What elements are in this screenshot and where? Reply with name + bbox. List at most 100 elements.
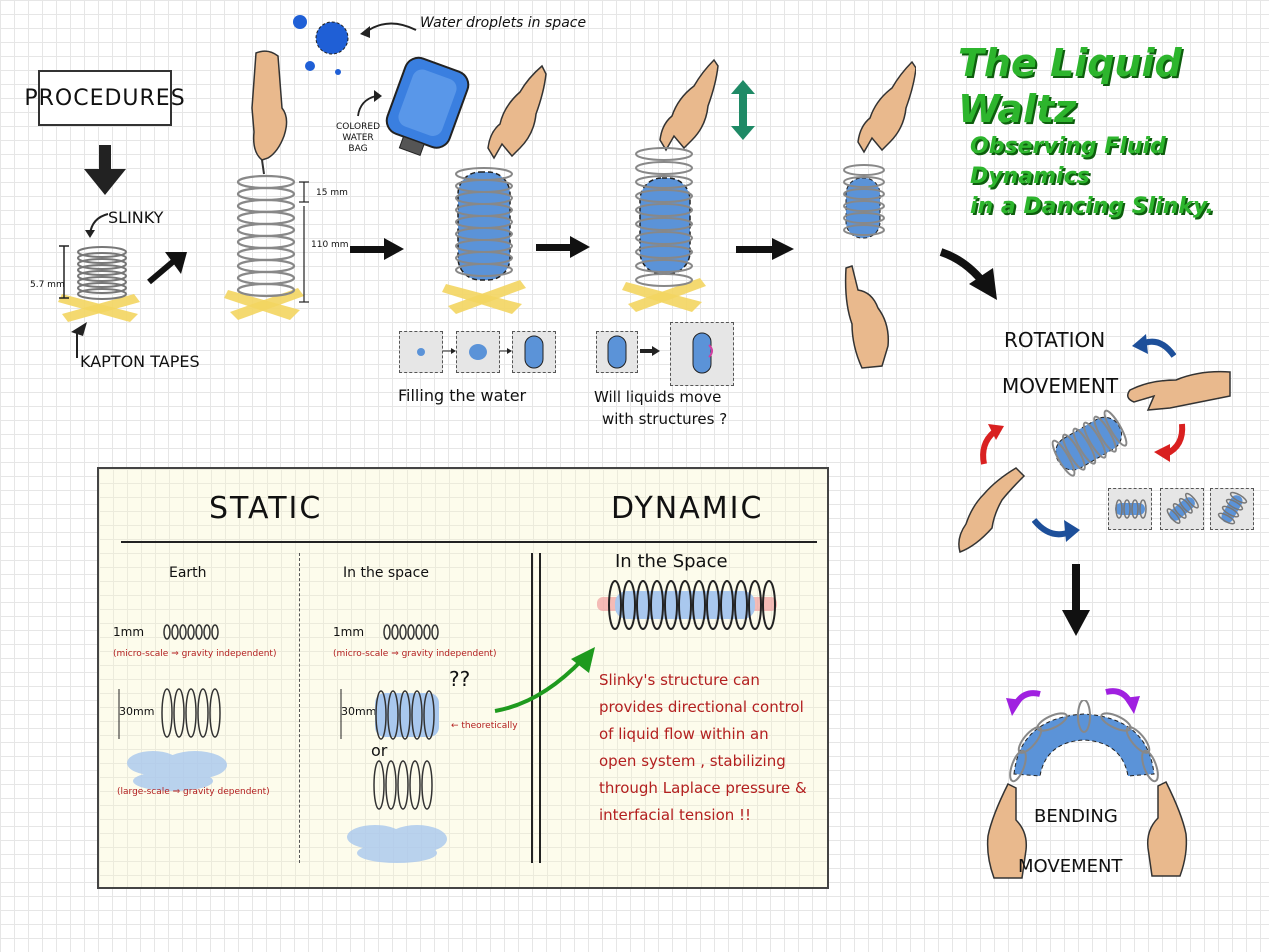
large-scale-caption: (large-scale ⇒ gravity dependent) — [117, 787, 270, 797]
stretched-filled-slinky-icon — [622, 147, 706, 312]
red-curved-arrow-icon — [1154, 423, 1186, 462]
slinky-label: SLINKY — [108, 208, 164, 227]
filling-box-2 — [456, 331, 500, 373]
procedures-title: PROCEDURES — [24, 70, 185, 126]
arrow-icon — [536, 236, 590, 258]
droplet-icon — [469, 344, 487, 360]
filling-the-water-label: Filling the water — [398, 386, 527, 405]
micro-scale-caption-earth: (micro-scale ⇒ gravity independent) — [113, 649, 277, 659]
rotation-movement-label: MOVEMENT — [1002, 374, 1119, 398]
hand-icon — [251, 50, 288, 175]
rotation-box-2 — [1160, 488, 1204, 530]
filling-box-3 — [512, 331, 556, 373]
header-divider — [121, 541, 817, 543]
micro-slinky-icon — [383, 624, 439, 640]
earth-label: Earth — [169, 565, 207, 581]
down-arrow-icon — [84, 145, 126, 195]
stretched-slinky-icon — [224, 174, 304, 320]
hand-icon — [487, 64, 547, 160]
one-mm-label-earth: 1mm — [113, 625, 145, 639]
title-sub2: in a Dancing Slinky. — [970, 194, 1214, 219]
arrow-icon — [939, 248, 997, 300]
blue-curved-arrow-icon — [1032, 518, 1080, 542]
red-curved-arrow-icon — [980, 424, 1004, 465]
pointer-arrow-icon — [71, 322, 87, 358]
one-mm-label-space: 1mm — [333, 625, 365, 639]
droplet-icon — [692, 332, 713, 374]
hand-icon — [986, 782, 1028, 879]
purple-curved-arrow-icon — [1006, 690, 1041, 716]
note-line-5: through Laplace pressure & — [599, 779, 807, 797]
question-marks: ?? — [449, 667, 471, 691]
in-the-space-label: In the space — [343, 565, 429, 581]
blue-curved-arrow-icon — [1132, 334, 1176, 358]
green-arrow-icon — [494, 647, 595, 713]
bending-movement-label: MOVEMENT — [1018, 856, 1123, 877]
space-slinky-icon — [597, 580, 777, 630]
will-liquids-label: Will liquids move with structures ? — [594, 386, 727, 430]
dim-110-label: 110 mm — [311, 240, 349, 250]
static-heading: STATIC — [209, 491, 323, 526]
small-slinky-icon — [58, 245, 140, 322]
liquid-box-2 — [670, 322, 734, 386]
will-liquids-line1: Will liquids move — [594, 388, 722, 406]
slinky-icon — [1166, 492, 1199, 524]
in-the-space-dynamic-label: In the Space — [615, 551, 728, 572]
compressed-slinky-icon — [843, 164, 885, 239]
thirty-mm-label-space: 30mm — [341, 705, 377, 718]
hand-icon — [659, 58, 719, 152]
or-label: or — [371, 741, 388, 760]
arrow-icon — [499, 348, 512, 354]
arrow-icon — [640, 346, 660, 356]
dim-5-7-label: 5.7 mm — [30, 280, 65, 290]
hand-icon — [1127, 370, 1231, 411]
purple-curved-arrow-icon — [1105, 688, 1140, 714]
title-main: The Liquid Waltz — [958, 41, 1182, 131]
arrow-icon — [147, 252, 187, 285]
dripping-slinky-icon — [347, 760, 447, 863]
note-line-1: Slinky's structure can — [599, 671, 760, 689]
note-line-6: interfacial tension !! — [599, 806, 752, 824]
up-down-arrow-icon — [731, 80, 755, 140]
bag-label-line2: WATER — [342, 133, 374, 143]
rotation-label: ROTATION — [1004, 328, 1106, 352]
dynamic-heading: DYNAMIC — [611, 491, 764, 526]
macro-slinky-icon — [118, 688, 227, 791]
dimension-line-icon — [299, 181, 309, 303]
hand-icon — [1146, 780, 1188, 877]
hand-icon — [958, 467, 1026, 553]
bending-slinky-icon — [1009, 700, 1159, 783]
note-line-3: of liquid flow within an — [599, 725, 769, 743]
hand-icon — [844, 265, 890, 369]
water-bag-icon — [385, 56, 470, 157]
title-block: The Liquid Waltz Observing Fluid Dynamic… — [958, 40, 1258, 222]
micro-scale-caption-space: (micro-scale ⇒ gravity independent) — [333, 649, 497, 659]
droplet-icon — [607, 335, 627, 369]
bag-label-line1: COLORED — [336, 122, 381, 132]
bending-label: BENDING — [1034, 806, 1118, 827]
filling-box-1 — [399, 331, 443, 373]
column-divider-double-2 — [539, 553, 541, 863]
thirty-mm-label-earth: 30mm — [119, 705, 155, 718]
colored-water-bag-label: COLORED WATER BAG — [336, 122, 380, 155]
rotation-box-1 — [1108, 488, 1152, 530]
arrow-icon — [360, 22, 417, 38]
micro-slinky-icon — [163, 624, 219, 640]
arrow-icon — [443, 348, 456, 354]
slinky-icon — [1217, 491, 1248, 525]
kapton-tapes-label: KAPTON TAPES — [80, 352, 200, 371]
rotation-box-3 — [1210, 488, 1254, 530]
hand-icon — [857, 60, 916, 154]
droplet-icon — [293, 15, 349, 75]
droplet-icon — [417, 348, 425, 356]
title-sub1: Observing Fluid Dynamics — [970, 134, 1166, 189]
droplet-icon — [524, 335, 544, 369]
filled-slinky-icon — [340, 689, 439, 740]
down-arrow-icon — [1062, 564, 1090, 636]
theoretically-caption: ← theoretically — [451, 721, 518, 731]
will-liquids-line2: with structures ? — [602, 410, 728, 428]
column-divider-double-1 — [531, 553, 533, 863]
arrow-icon — [357, 90, 382, 117]
note-line-4: open system , stabilizing — [599, 752, 786, 770]
note-line-2: provides directional control — [599, 698, 804, 716]
